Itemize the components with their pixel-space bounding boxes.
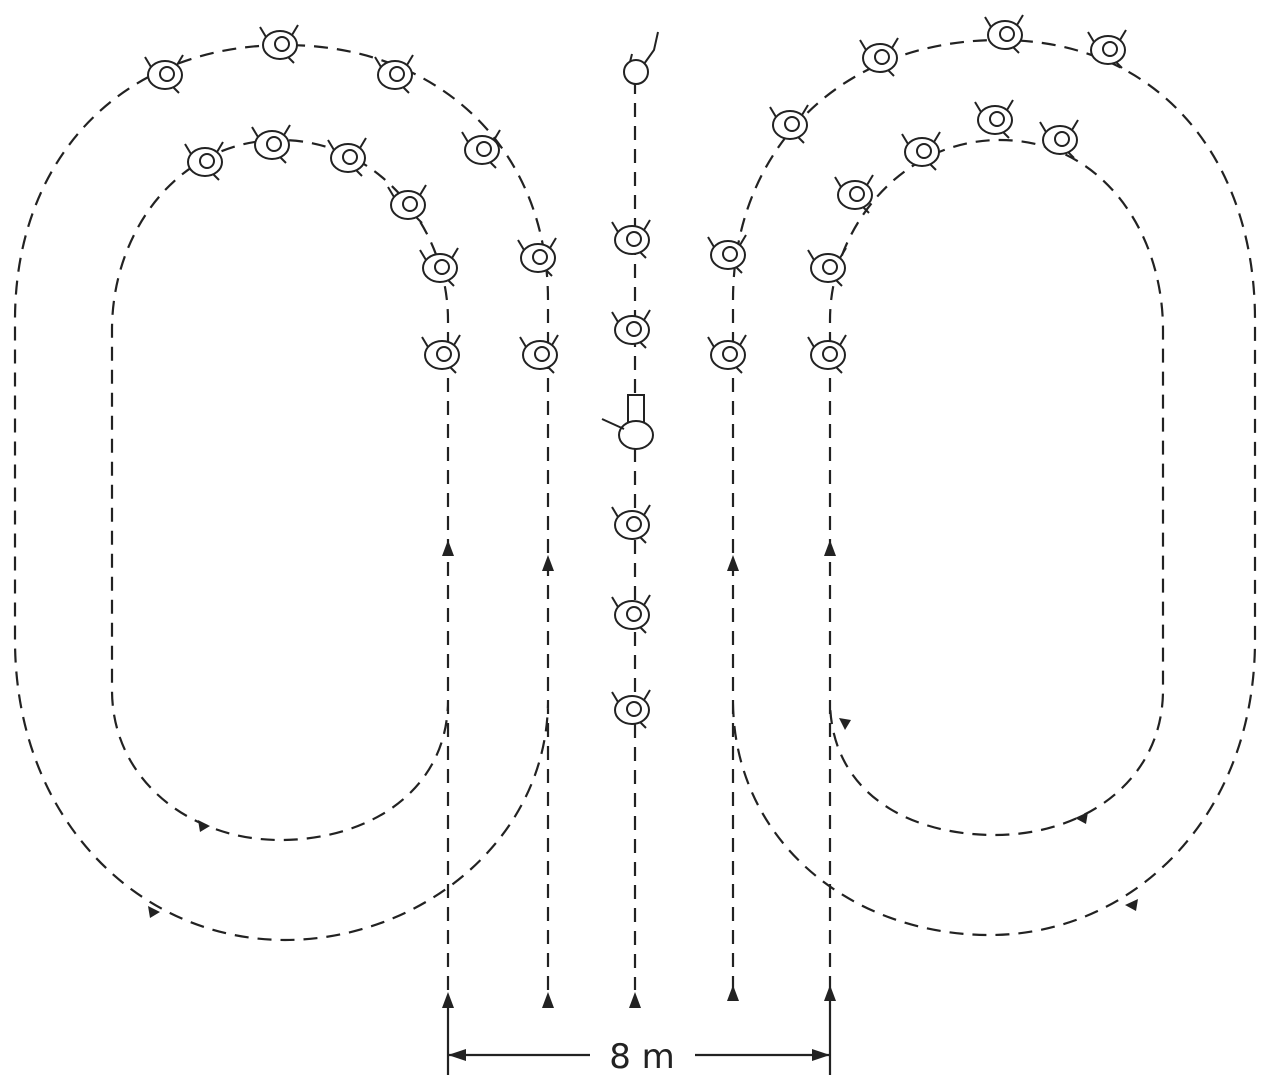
marcher-figure <box>251 124 291 164</box>
marcher-figure <box>611 219 651 259</box>
arrow-icon <box>542 555 554 571</box>
marcher-figure <box>769 104 809 144</box>
arrow-icon <box>727 555 739 571</box>
marcher-figure <box>259 24 299 64</box>
dimension-line: 8 m <box>446 1000 832 1077</box>
arrow-icon <box>839 718 851 730</box>
marcher-figure <box>834 174 874 214</box>
arrow-up-icon <box>727 985 739 1001</box>
marcher-figure <box>461 129 501 169</box>
arrow-up-icon <box>824 985 836 1001</box>
arrow-icon <box>1125 899 1138 911</box>
right-outer-track <box>731 38 1257 990</box>
marcher-figure <box>974 99 1014 139</box>
arrow-icon <box>148 906 160 918</box>
right-inner-track <box>828 138 1165 990</box>
marcher-figure <box>611 309 651 349</box>
marcher-figure <box>327 137 367 177</box>
marcher-figure <box>859 37 899 77</box>
marcher-figure <box>387 184 427 224</box>
marcher-figure <box>374 54 414 94</box>
marcher-figure <box>144 54 184 94</box>
marcher-figure <box>901 131 941 171</box>
arrow-icon <box>198 820 210 832</box>
marcher-figure <box>984 14 1024 54</box>
marcher-figure <box>184 141 224 181</box>
marcher-figure <box>421 334 461 374</box>
marcher-figure <box>807 334 847 374</box>
arrow-icon <box>1075 812 1088 824</box>
marcher-figure <box>419 247 459 287</box>
left-inner-track <box>110 138 450 990</box>
marcher-figure <box>517 237 557 277</box>
arrow-up-icon <box>629 992 641 1008</box>
figures <box>144 14 1127 729</box>
marcher-figure <box>611 504 651 544</box>
track-direction-arrows <box>148 540 1138 918</box>
dimension-label: 8 m <box>609 1037 675 1077</box>
arrow-icon <box>442 540 454 556</box>
standard-bearer-figure <box>601 394 654 450</box>
marcher-figure <box>519 334 559 374</box>
marcher-figure <box>707 334 747 374</box>
marcher-figure <box>1039 119 1079 159</box>
left-outer-track <box>13 43 550 990</box>
arrow-up-icon <box>542 992 554 1008</box>
marcher-figure <box>611 594 651 634</box>
bottom-arrows <box>442 985 836 1008</box>
marcher-figure <box>611 689 651 729</box>
marcher-figure <box>707 234 747 274</box>
leader-figure <box>623 31 659 85</box>
marcher-figure <box>1087 29 1127 69</box>
arrow-icon <box>824 540 836 556</box>
marcher-figure <box>807 247 847 287</box>
